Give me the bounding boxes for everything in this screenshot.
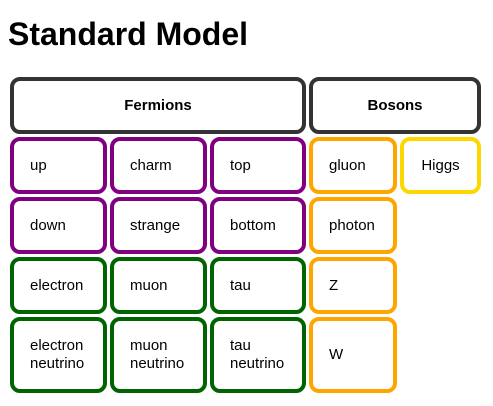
particle-top: top xyxy=(210,137,306,194)
particle-label: tau neutrino xyxy=(230,337,285,372)
bosons-header: Bosons xyxy=(309,77,481,134)
particle-label: Z xyxy=(329,276,339,294)
particle-muon-neutrino: muon neutrino xyxy=(110,317,207,393)
particle-label: electron xyxy=(30,276,84,294)
particle-down: down xyxy=(10,197,107,254)
particle-charm: charm xyxy=(110,137,207,194)
particle-higgs: Higgs xyxy=(400,137,481,194)
particle-tau-neutrino: tau neutrino xyxy=(210,317,306,393)
page-title: Standard Model xyxy=(8,16,249,52)
particle-label: top xyxy=(230,156,251,174)
fermions-header-label: Fermions xyxy=(124,96,192,114)
particle-gluon: gluon xyxy=(309,137,397,194)
particle-label: photon xyxy=(329,216,375,234)
particle-label: charm xyxy=(130,156,172,174)
particle-label: muon xyxy=(130,276,168,294)
particle-z: Z xyxy=(309,257,397,314)
particle-electron-neutrino: electron neutrino xyxy=(10,317,107,393)
particle-electron: electron xyxy=(10,257,107,314)
particle-bottom: bottom xyxy=(210,197,306,254)
particle-label: bottom xyxy=(230,216,276,234)
fermions-header: Fermions xyxy=(10,77,306,134)
particle-label: Higgs xyxy=(421,156,460,174)
particle-photon: photon xyxy=(309,197,397,254)
bosons-header-label: Bosons xyxy=(367,96,423,114)
particle-label: electron neutrino xyxy=(30,337,85,372)
particle-label: up xyxy=(30,156,47,174)
particle-muon: muon xyxy=(110,257,207,314)
particle-label: tau xyxy=(230,276,251,294)
particle-strange: strange xyxy=(110,197,207,254)
particle-label: gluon xyxy=(329,156,366,174)
particle-label: muon neutrino xyxy=(130,337,185,372)
particle-w: W xyxy=(309,317,397,393)
particle-up: up xyxy=(10,137,107,194)
particle-label: W xyxy=(329,346,344,363)
particle-tau: tau xyxy=(210,257,306,314)
particle-label: down xyxy=(30,216,66,234)
particle-label: strange xyxy=(130,216,181,234)
